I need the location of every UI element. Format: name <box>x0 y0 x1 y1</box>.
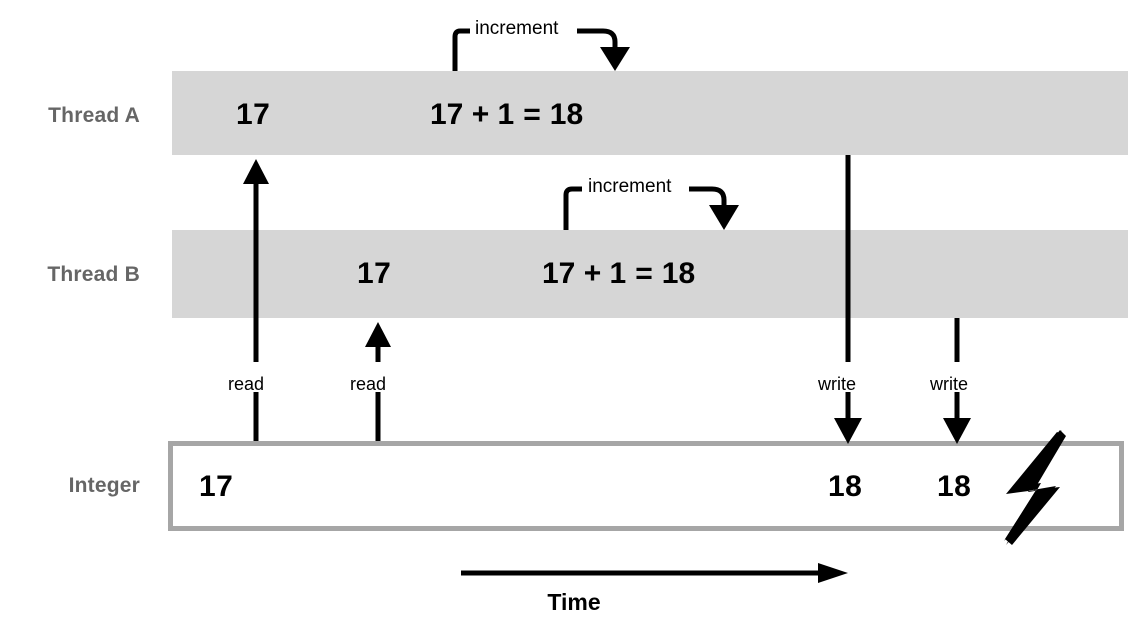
op-label-read-2: read <box>350 374 387 394</box>
thread-a-equation: 17 + 1=18 <box>430 98 584 131</box>
integer-initial-value: 17 <box>199 470 234 503</box>
integer-written-value-1: 18 <box>828 470 863 503</box>
op-label-read-1: read <box>228 374 265 394</box>
thread-a-equation-left: 17 + 1 <box>430 98 515 131</box>
thread-b-equation: 17 + 1=18 <box>542 257 696 290</box>
row-label-integer: Integer <box>68 474 140 497</box>
thread-b-increment-label: increment <box>588 176 672 197</box>
time-axis-label: Time <box>547 589 601 615</box>
time-axis-arrow <box>461 563 848 583</box>
thread-b-band <box>172 230 1128 318</box>
op-label-write-2: write <box>930 374 969 394</box>
thread-b-equation-right: 18 <box>661 257 696 290</box>
integer-box <box>168 441 1124 531</box>
thread-a-band <box>172 71 1128 155</box>
op-label-write-1: write <box>818 374 857 394</box>
integer-written-value-2: 18 <box>937 470 972 503</box>
thread-a-equation-right: 18 <box>549 98 584 131</box>
thread-b-read-value: 17 <box>357 257 392 290</box>
row-label-thread-a: Thread A <box>48 104 140 127</box>
thread-b-equation-left: 17 + 1 <box>542 257 627 290</box>
row-label-thread-b: Thread B <box>47 263 140 286</box>
thread-a-increment-label: increment <box>475 18 559 39</box>
thread-a-read-value: 17 <box>236 98 271 131</box>
